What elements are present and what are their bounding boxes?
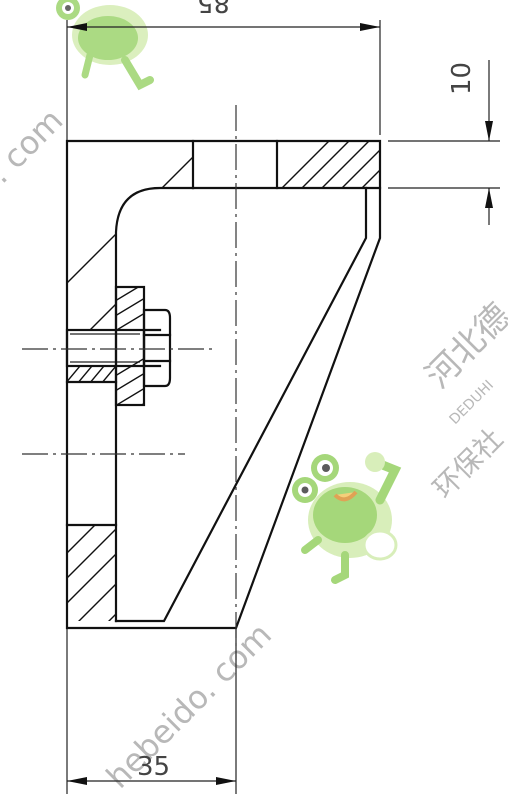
watermark-frog-icon-middle <box>292 452 402 584</box>
watermark-cn-bottom: 环保社 <box>427 422 508 505</box>
watermark-cn-top: 河北德 <box>418 296 508 396</box>
watermark-frog-icon-top <box>56 0 154 91</box>
bolt-assembly <box>65 285 172 407</box>
dimension-thickness-label: 10 <box>447 62 477 95</box>
dimension-top-width-label: 85 <box>197 0 230 17</box>
center-lines <box>22 105 237 660</box>
watermark-url-left: . com <box>0 101 70 191</box>
dimension-bottom-width: 35 <box>66 628 237 794</box>
watermark-url-bottom: hebeido. com <box>99 615 279 794</box>
bracket-outline <box>65 139 382 630</box>
dimension-top-width: 85 <box>66 0 381 140</box>
dimension-thickness: 10 <box>388 60 500 225</box>
dimension-bottom-width-label: 35 <box>137 752 170 782</box>
